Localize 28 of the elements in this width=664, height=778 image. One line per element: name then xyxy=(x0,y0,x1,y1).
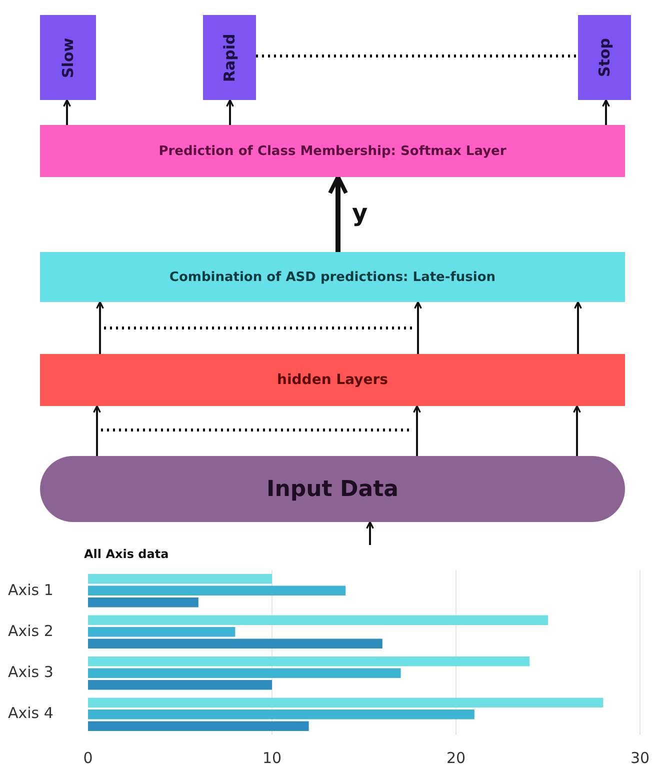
arrow xyxy=(574,301,582,354)
category-label: Axis 3 xyxy=(8,663,54,682)
arrow xyxy=(93,405,101,456)
category-label: Axis 4 xyxy=(8,704,54,722)
layer-box: Prediction of Class Membership: Softmax Layer xyxy=(40,125,625,177)
arrow xyxy=(573,405,581,456)
arrow xyxy=(414,301,422,354)
arrow xyxy=(602,99,610,125)
input-pill: Input Data xyxy=(40,456,625,522)
arrow xyxy=(366,521,374,545)
category-label: Axis 2 xyxy=(8,622,54,640)
arrow xyxy=(96,301,104,354)
chart-title: All Axis data xyxy=(84,547,169,561)
tick-label: 0 xyxy=(82,749,94,767)
arrow xyxy=(328,175,348,252)
class-box: Stop xyxy=(578,15,631,100)
class-box: Rapid xyxy=(203,15,256,100)
arrow xyxy=(413,405,421,456)
arrow xyxy=(63,99,71,125)
tick-label: 10 xyxy=(261,749,283,767)
arrow xyxy=(226,99,234,125)
category-label: Axis 1 xyxy=(8,580,54,599)
layer-box: hidden Layers xyxy=(40,354,625,406)
class-box: Slow xyxy=(40,15,96,100)
dotted-line xyxy=(256,54,578,58)
tick-label: 30 xyxy=(629,749,651,767)
layer-box: Combination of ASD predictions: Late-fusion xyxy=(40,252,625,302)
tick-label: 20 xyxy=(445,749,467,767)
